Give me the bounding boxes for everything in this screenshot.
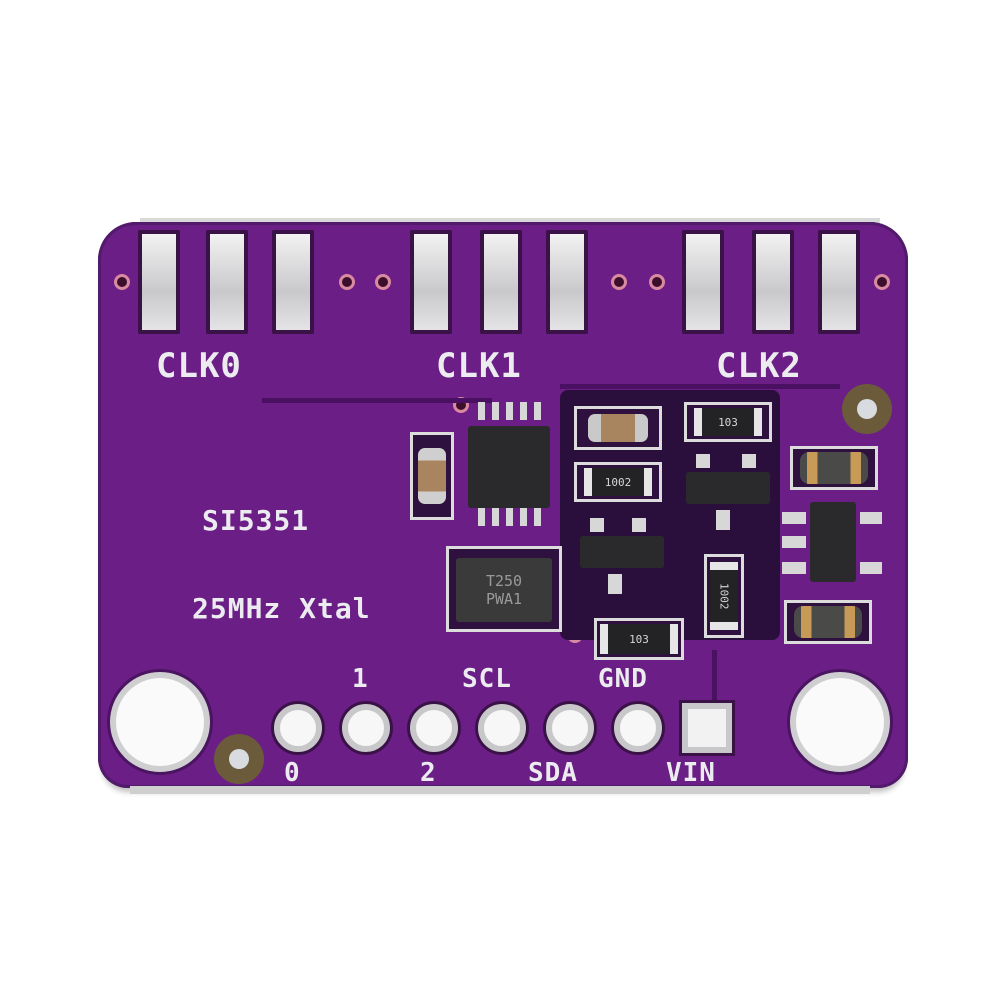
via (117, 277, 127, 287)
mount-pad-small (214, 734, 264, 784)
resistor-1002: 1002 (584, 468, 652, 496)
clk0-label: CLK0 (156, 346, 242, 386)
pin-label-vin: VIN (666, 758, 716, 788)
mount-pad-small (842, 384, 892, 434)
pin-label-2: 2 (420, 758, 437, 788)
pin-label-scl: SCL (462, 664, 512, 694)
pin-label-0: 0 (284, 758, 301, 788)
mounting-hole-right (790, 672, 890, 772)
clk0-pad-3 (272, 230, 314, 334)
clk1-pad-3 (546, 230, 588, 334)
pin-label-1: 1 (352, 664, 369, 694)
board-edge-top (140, 218, 880, 224)
chip-name-label: SI5351 (202, 504, 310, 537)
resistor-1002-vertical: 1002 (710, 562, 738, 630)
ferrite-bead (800, 452, 868, 484)
header-pin-2 (410, 704, 458, 752)
capacitor (588, 414, 648, 442)
clk2-pad-2 (752, 230, 794, 334)
transistor (580, 536, 664, 568)
header-pin-1 (342, 704, 390, 752)
via (342, 277, 352, 287)
board-edge-bottom (130, 786, 870, 794)
crystal-marking-2: PWA1 (485, 590, 523, 608)
trace (560, 384, 840, 389)
voltage-regulator (810, 502, 856, 582)
capacitor (418, 448, 446, 504)
header-pin-sda (546, 704, 594, 752)
crystal-25mhz: T250 PWA1 (456, 558, 552, 622)
via (652, 277, 662, 287)
clk2-pad-3 (818, 230, 860, 334)
header-pin-vin (682, 703, 732, 753)
via (378, 277, 388, 287)
via (456, 400, 466, 410)
si5351-chip (468, 426, 550, 508)
crystal-marking-1: T250 (485, 572, 523, 590)
header-pin-0 (274, 704, 322, 752)
header-pin-scl (478, 704, 526, 752)
clk2-pad-1 (682, 230, 724, 334)
clk1-label: CLK1 (436, 346, 522, 386)
pin-label-gnd: GND (598, 664, 648, 694)
clk1-pad-2 (480, 230, 522, 334)
clk2-label: CLK2 (716, 346, 802, 386)
clk0-pad-1 (138, 230, 180, 334)
header-pin-gnd (614, 704, 662, 752)
crystal-label: 25MHz Xtal (192, 592, 371, 625)
pin-label-sda: SDA (528, 758, 578, 788)
via (614, 277, 624, 287)
resistor-103-bottom: 103 (600, 624, 678, 654)
trace (712, 650, 717, 700)
mounting-hole-left (110, 672, 210, 772)
trace (262, 398, 492, 403)
resistor-103-top: 103 (694, 408, 762, 436)
ferrite-bead (794, 606, 862, 638)
clk1-pad-1 (410, 230, 452, 334)
clk0-pad-2 (206, 230, 248, 334)
transistor (686, 472, 770, 504)
via (877, 277, 887, 287)
